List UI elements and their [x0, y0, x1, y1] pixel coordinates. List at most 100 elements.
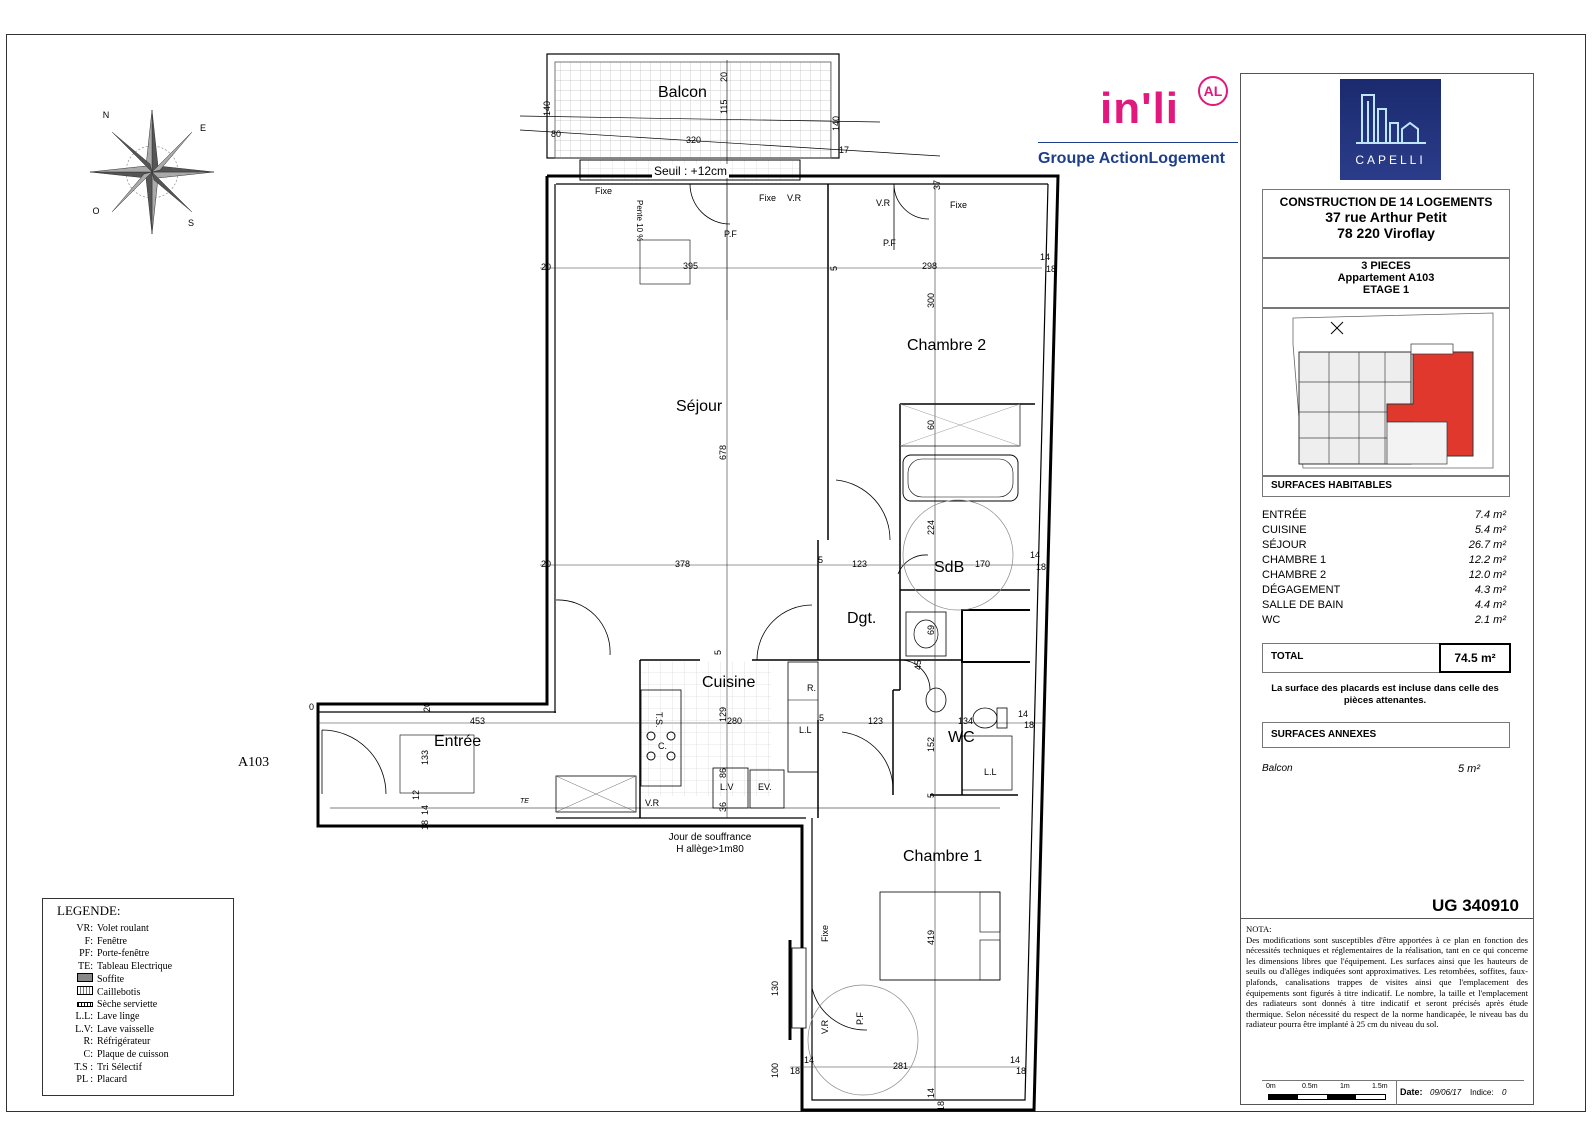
surface-value: 12.2 m² — [1468, 554, 1506, 566]
label-ll-1: L.L — [799, 725, 812, 735]
project-line2: 37 rue Arthur Petit — [1325, 209, 1447, 225]
date-value: 09/06/17 — [1430, 1088, 1462, 1097]
nota-title: NOTA: — [1246, 924, 1272, 934]
legend-item: C: Plaque de cuisson — [57, 1049, 169, 1061]
dim-419: 419 — [926, 929, 936, 945]
legend-item: Caillebotis — [57, 986, 140, 999]
dim-298: 298 — [922, 261, 938, 271]
legend-item: R:Réfrigérateur — [57, 1036, 151, 1048]
legend-label: Fenêtre — [97, 935, 127, 947]
dim-37: 37 — [932, 179, 942, 190]
dim-395: 395 — [683, 261, 699, 271]
dim-18a: 18 — [1046, 264, 1057, 274]
soffite-swatch-icon — [77, 973, 93, 983]
turning-circle-sdb — [902, 499, 1014, 611]
compass-o-label: O — [92, 206, 99, 216]
apartment-name: Appartement A103 — [1337, 272, 1435, 284]
dim-123b: 123 — [868, 716, 884, 726]
walls — [316, 174, 1060, 1112]
sheet-frame — [6, 34, 1586, 1112]
project-header: CONSTRUCTION DE 14 LOGEMENTS 37 rue Arth… — [1262, 189, 1510, 259]
room-label-sdb: SdB — [934, 559, 965, 576]
dim-45: 45 — [913, 659, 923, 670]
room-label-dgt: Dgt. — [847, 610, 877, 627]
label-fixe-4: Fixe — [820, 924, 830, 942]
scale-date-divider — [1396, 1081, 1397, 1105]
legend-label: Soffite — [97, 974, 125, 986]
legend-item: TE:Tableau Electrique — [57, 961, 172, 973]
label-ev: EV. — [758, 782, 772, 792]
bed — [879, 891, 1001, 981]
legend-label: Caillebotis — [97, 987, 141, 998]
dim-14b: 14 — [1030, 550, 1041, 560]
seche-serviette-icon — [77, 1001, 93, 1007]
dim-453: 453 — [470, 716, 486, 726]
legend-item: Sèche serviette — [57, 999, 157, 1011]
dim-14a: 14 — [1040, 252, 1051, 262]
dim-14f: 14 — [1010, 1055, 1021, 1065]
dim-280: 280 — [727, 716, 743, 726]
legend-label: Porte-fenêtre — [97, 948, 150, 960]
label-r: R. — [807, 683, 816, 693]
legend-item: Soffite — [57, 973, 124, 986]
inli-wordmark: in'li — [1100, 84, 1180, 133]
dim-12: 12 — [411, 789, 421, 800]
dim-20a: 20 — [719, 71, 729, 82]
dim-100: 100 — [770, 1062, 780, 1078]
dim-18c: 18 — [420, 819, 430, 830]
legend-label: Plaque de cuisson — [97, 1049, 169, 1060]
legend-key: L.V: — [75, 1023, 93, 1035]
label-pf-1: P.F — [724, 229, 737, 239]
legend-key: PF: — [79, 948, 93, 960]
dim-134: 134 — [958, 716, 974, 726]
dim-152: 152 — [926, 736, 936, 752]
title-block — [1240, 73, 1534, 1105]
nota-block: NOTA: Des modifications sont susceptible… — [1246, 924, 1528, 1030]
dim-18f: 18 — [1016, 1066, 1027, 1076]
reference-divider — [1240, 918, 1534, 919]
surface-value: 2.1 m² — [1474, 614, 1506, 626]
room-label-chambre1: Chambre 1 — [903, 848, 983, 865]
legend-key: C: — [83, 1049, 93, 1060]
legend-label: Placard — [97, 1074, 127, 1086]
dim-5b: 5 — [818, 555, 824, 565]
legend-label: Sèche serviette — [97, 998, 158, 1010]
dim-69: 69 — [926, 624, 936, 635]
label-fixe-3: Fixe — [950, 200, 968, 210]
label-pf-2: P.F — [883, 238, 896, 248]
surface-value: 4.4 m² — [1474, 599, 1506, 611]
key-plan — [1262, 307, 1510, 477]
dim-5e: 5 — [926, 792, 936, 798]
project-line3: 78 220 Viroflay — [1337, 225, 1435, 241]
group-actionlogement: Groupe ActionLogement — [1038, 150, 1225, 167]
room-label-wc: WC — [948, 729, 975, 746]
total-row: TOTAL 74.5 m² — [1262, 643, 1511, 673]
annexe-value: 5 m² — [1458, 763, 1480, 775]
surface-name: SÉJOUR — [1262, 539, 1307, 551]
label-lv: L.V — [720, 782, 734, 792]
legend-item: VR:Volet roulant — [57, 923, 148, 935]
dim-18g: 18 — [936, 1100, 946, 1111]
legend-label: Tableau Electrique — [97, 960, 173, 972]
capelli-buildings-icon — [1356, 94, 1426, 144]
annexe-name: Balcon — [1262, 763, 1293, 774]
dim-5c: 5 — [819, 713, 825, 723]
surfaces-habitables-header: SURFACES HABITABLES — [1262, 475, 1510, 497]
room-label-chambre2: Chambre 2 — [907, 337, 987, 354]
surface-name: WC — [1262, 614, 1281, 626]
surface-name: ENTRÉE — [1262, 509, 1307, 521]
annexe-row-balcon: Balcon 5 m² — [1262, 762, 1506, 776]
surfaces-annexes-title: SURFACES ANNEXES — [1271, 729, 1377, 740]
dim-133: 133 — [420, 749, 430, 765]
scale-label-0: 0m — [1266, 1083, 1276, 1090]
caillebotis-swatch-icon — [77, 986, 93, 995]
legend-label: Réfrigérateur — [97, 1036, 151, 1048]
dim-36: 36 — [718, 801, 728, 812]
label-pf-3: P.F — [855, 1012, 865, 1025]
apartment-floor: ETAGE 1 — [1362, 284, 1410, 296]
dim-20b: 20 — [541, 262, 552, 272]
room-label-cuisine: Cuisine — [702, 674, 756, 691]
